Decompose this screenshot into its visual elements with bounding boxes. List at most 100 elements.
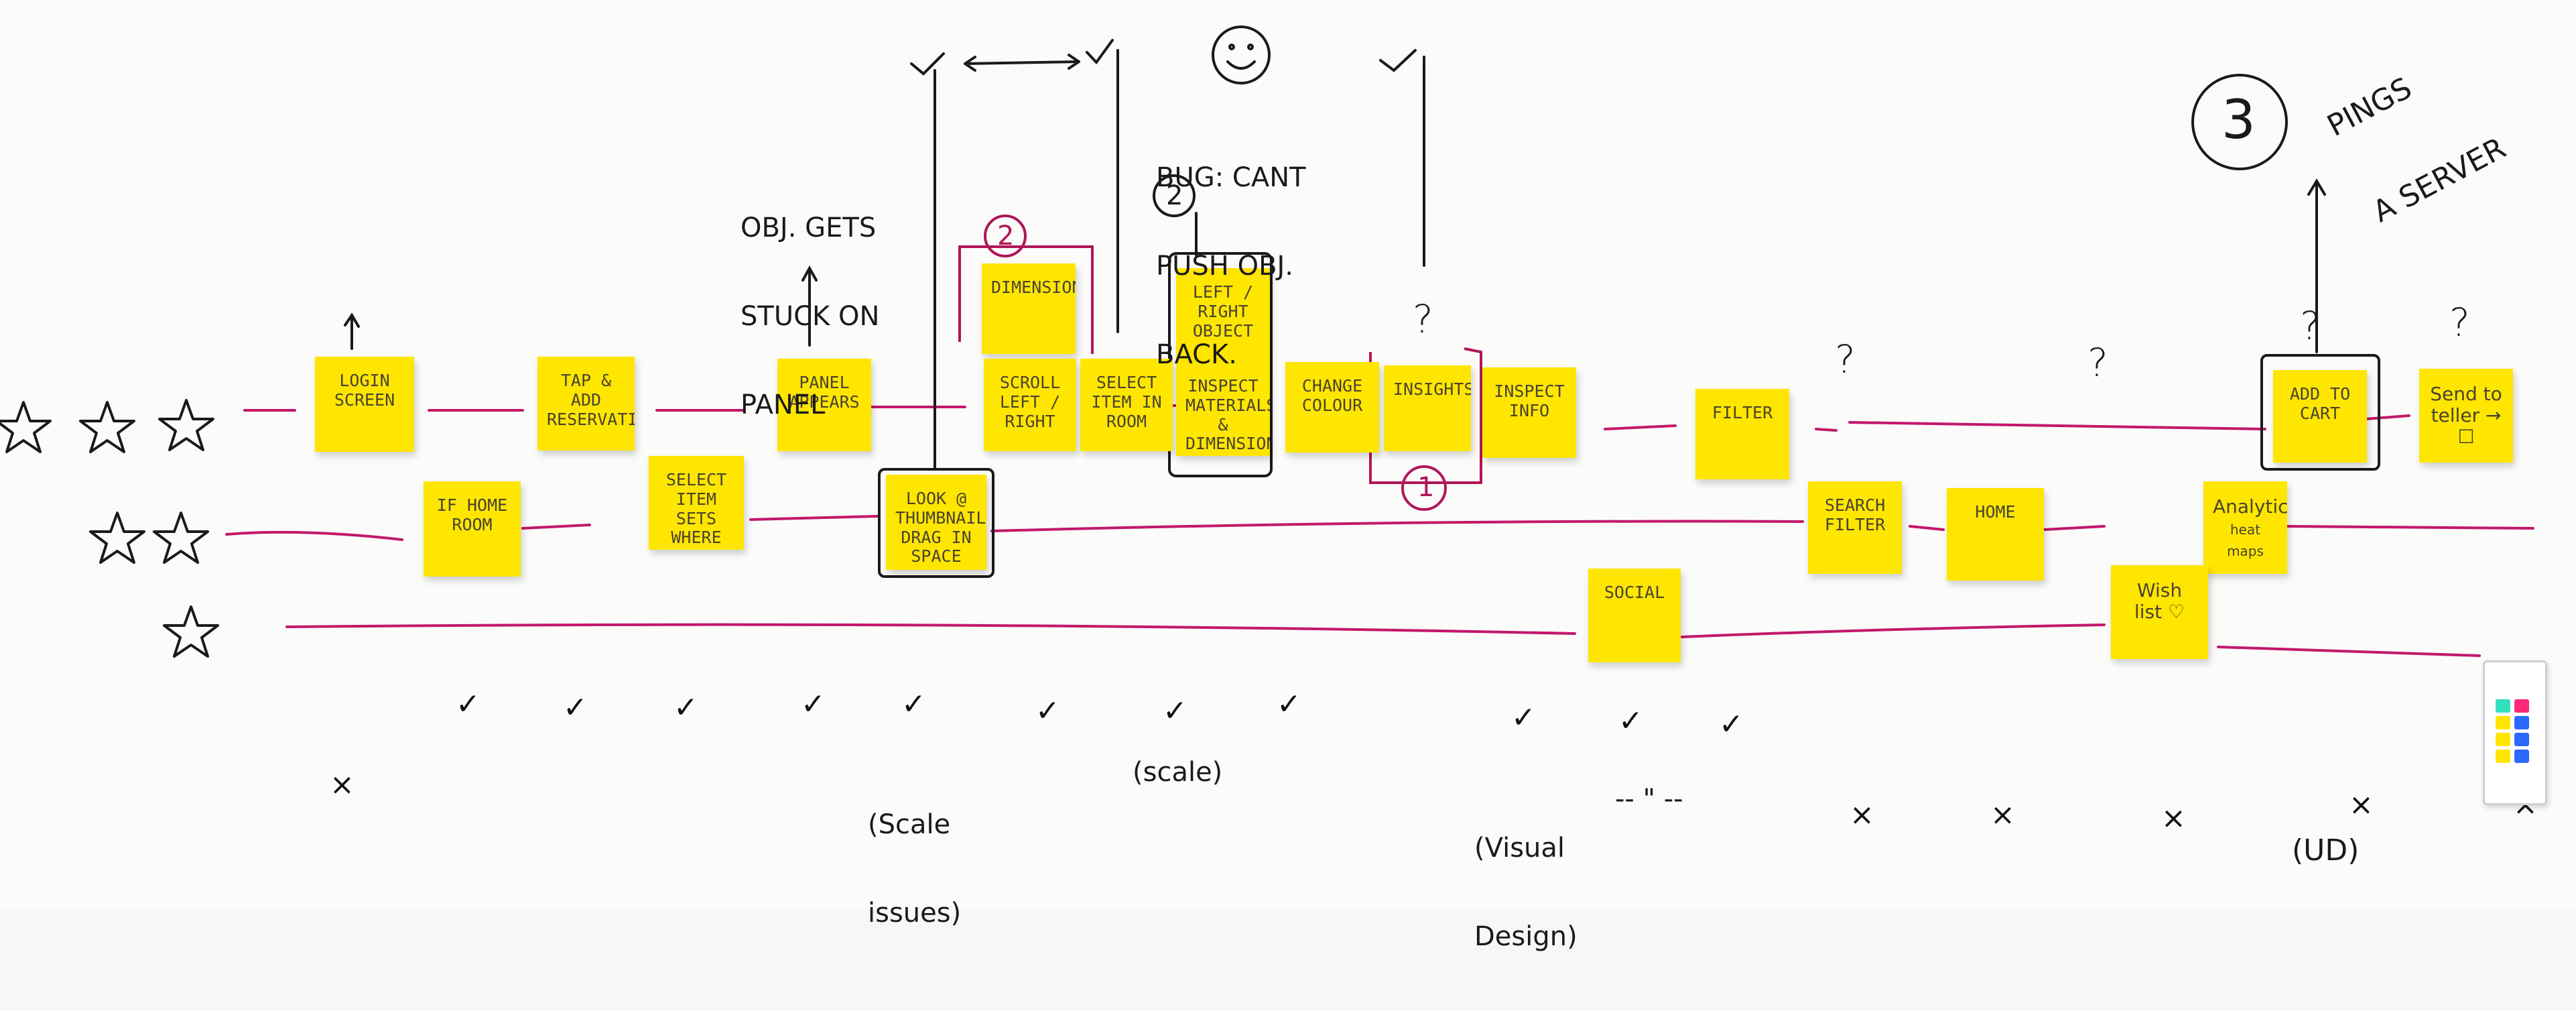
star-icon bbox=[153, 512, 209, 564]
switch-button bbox=[2496, 716, 2510, 729]
check-mark: ✓ bbox=[673, 691, 698, 725]
star-icon bbox=[79, 401, 135, 453]
note-dimensions: Dimensions bbox=[982, 263, 1076, 354]
note-filter: Filter bbox=[1695, 389, 1789, 479]
annotation-pings-2: A SERVER bbox=[2367, 131, 2512, 229]
annotation-bug-2: PUSH OBJ. bbox=[1156, 251, 1294, 282]
switch-button bbox=[2496, 699, 2510, 713]
check-top-1 bbox=[910, 52, 945, 76]
note-change-colour: Change Colour bbox=[1285, 362, 1379, 453]
note-left-right: Left / Right Object bbox=[1176, 268, 1270, 362]
star-icon bbox=[163, 605, 219, 658]
check-mark: ✓ bbox=[563, 691, 588, 725]
annotation-visual-design: (Visual Design) bbox=[1474, 774, 1577, 1010]
annotation-scale-issues-2: issues) bbox=[868, 898, 962, 929]
journey-line-bottom bbox=[285, 623, 2481, 657]
arrow-up-login bbox=[344, 312, 360, 350]
annotation-bug-3: BACK. bbox=[1156, 339, 1237, 370]
number-3-pings: 3 bbox=[2221, 88, 2256, 151]
note-select-item: Select Item Sets Where bbox=[649, 456, 744, 550]
box-add-to-cart bbox=[2260, 354, 2380, 471]
check-mark: ✓ bbox=[901, 687, 926, 721]
note-add-to-cart: Add to Cart bbox=[2273, 370, 2367, 463]
smiley-face bbox=[1212, 25, 1271, 84]
note-select-room: Select Item in Room bbox=[1080, 359, 1173, 451]
number-2-dimensions: 2 bbox=[997, 221, 1015, 251]
question-mark-insights: ? bbox=[1413, 296, 1433, 342]
note-search-filter: Search Filter bbox=[1808, 481, 1902, 574]
switch-button bbox=[2514, 716, 2529, 729]
star-icon bbox=[158, 399, 214, 451]
switch-button bbox=[2496, 733, 2510, 746]
check-top-3 bbox=[1379, 49, 1417, 72]
circle-2-dimensions bbox=[984, 215, 1027, 257]
check-mark: ✓ bbox=[801, 687, 826, 721]
number-2-bug: 2 bbox=[1166, 180, 1183, 211]
note-insights: Insights bbox=[1384, 365, 1471, 451]
note-scroll-left: Scroll Left / Right bbox=[984, 359, 1076, 451]
annotation-pings-1: PINGS bbox=[2321, 70, 2418, 143]
journey-line-middle bbox=[225, 515, 2534, 541]
switch-button bbox=[2496, 750, 2510, 763]
analytics-subtitle: heat maps bbox=[2227, 522, 2264, 560]
check-mark: ✓ bbox=[1511, 701, 1536, 735]
annotation-bug-1: BUG: CANT bbox=[1156, 162, 1306, 193]
annotation-scale-issues-1: (Scale bbox=[868, 809, 951, 840]
star-icons bbox=[0, 399, 219, 658]
question-mark-2: ? bbox=[2087, 340, 2108, 385]
analytics-title: Analytics bbox=[2213, 495, 2287, 518]
switch-button bbox=[2514, 699, 2529, 713]
note-wish-list: Wish list ♡ bbox=[2111, 565, 2208, 659]
wall-switch-plate bbox=[2483, 660, 2547, 805]
check-mark: ✓ bbox=[1035, 694, 1060, 728]
number-1-insights: 1 bbox=[1417, 472, 1435, 503]
star-icon bbox=[89, 512, 145, 564]
check-mark: ✓ bbox=[456, 687, 480, 721]
cross-mark: × bbox=[1850, 798, 1874, 832]
cross-mark: × bbox=[1990, 798, 2015, 832]
journey-lines bbox=[225, 404, 2534, 657]
note-drag-thumbnail: Look @ Thumbnail Drag in Space bbox=[886, 475, 986, 570]
switch-button bbox=[2514, 750, 2529, 763]
annotation-stuck-3: PANEL bbox=[740, 390, 826, 420]
check-mark: ✓ bbox=[1618, 704, 1643, 738]
circle-1-insights bbox=[1401, 465, 1447, 511]
note-panel-appears: Panel Appears bbox=[777, 359, 871, 451]
arrow-up-pings bbox=[2307, 178, 2326, 353]
annotation-stuck-1: OBJ. GETS bbox=[740, 213, 877, 243]
note-tap-add: Tap & Add Reservation bbox=[537, 357, 635, 451]
annotation-bug: BUG: CANT PUSH OBJ. BACK. bbox=[1156, 104, 1306, 428]
question-mark-send: ? bbox=[2449, 300, 2470, 345]
note-inspect: Inspect Materials & Dimension bbox=[1176, 362, 1270, 456]
check-top-2 bbox=[1086, 39, 1114, 65]
cross-mark: × bbox=[2161, 801, 2186, 835]
note-home: Home bbox=[1947, 488, 2044, 581]
box-dimensions bbox=[958, 245, 1094, 354]
annotation-ud: (UD) bbox=[2292, 833, 2360, 868]
annotation-stuck: OBJ. GETS STUCK ON PANEL bbox=[740, 154, 879, 479]
note-inspect-info: Inspect Info bbox=[1482, 367, 1576, 458]
check-mark: ✓ bbox=[1163, 694, 1187, 728]
note-login-screen: login screen bbox=[315, 357, 414, 452]
question-mark-1: ? bbox=[1835, 337, 1856, 382]
smiley-eye-right bbox=[1247, 44, 1254, 50]
check-mark: ✓ bbox=[1719, 707, 1744, 741]
circle-3-pings bbox=[2191, 74, 2288, 170]
annotation-visual-design-2: Design) bbox=[1474, 921, 1577, 952]
check-mark: ✓ bbox=[1277, 687, 1301, 721]
cross-mark: × bbox=[330, 768, 355, 802]
arrow-up-panel bbox=[801, 265, 818, 347]
double-arrow bbox=[964, 54, 1080, 72]
switch-button bbox=[2514, 733, 2529, 746]
annotation-stuck-2: STUCK ON bbox=[740, 301, 880, 332]
annotation-scale: (scale) bbox=[1133, 757, 1223, 788]
question-mark-cart: ? bbox=[2300, 303, 2321, 349]
note-if-home-room: If Home Room bbox=[424, 481, 521, 577]
note-social: Social bbox=[1588, 569, 1681, 662]
smiley-eye-left bbox=[1228, 44, 1235, 50]
annotation-visual-design-1: (Visual bbox=[1474, 833, 1565, 864]
note-analytics: Analytics heat maps bbox=[2203, 481, 2287, 574]
smiley-mouth bbox=[1226, 60, 1256, 70]
annotation-scale-issues: (Scale issues) bbox=[868, 751, 961, 987]
cross-mark: × bbox=[2349, 788, 2374, 822]
